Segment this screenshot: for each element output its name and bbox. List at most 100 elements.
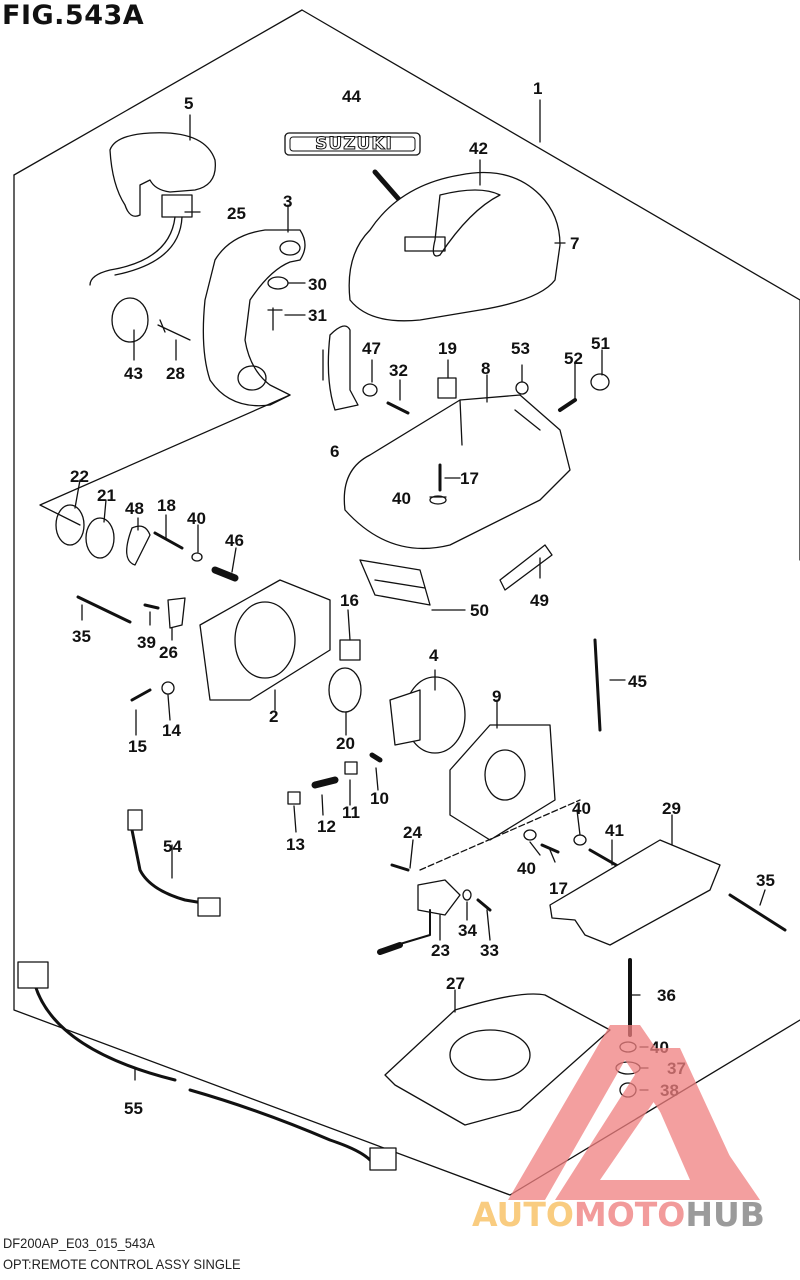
part-17-screw-lower bbox=[540, 843, 560, 854]
callout-50[interactable]: 50 bbox=[470, 601, 489, 620]
callout-17-upper[interactable]: 17 bbox=[460, 469, 479, 488]
callout-33[interactable]: 33 bbox=[480, 941, 499, 960]
callout-53[interactable]: 53 bbox=[511, 339, 530, 358]
callout-12[interactable]: 12 bbox=[317, 817, 336, 836]
part-35-long-bolt bbox=[76, 595, 132, 624]
callout-26[interactable]: 26 bbox=[159, 643, 178, 662]
callout-9[interactable]: 9 bbox=[492, 687, 502, 706]
part-47-washer bbox=[362, 383, 378, 397]
part-10-pin bbox=[369, 752, 383, 763]
callout-6[interactable]: 6 bbox=[330, 442, 340, 461]
part-38-nut bbox=[619, 1082, 637, 1098]
callout-1[interactable]: 1 bbox=[533, 79, 543, 98]
callout-32[interactable]: 32 bbox=[389, 361, 408, 380]
callout-35-right[interactable]: 35 bbox=[756, 871, 775, 890]
part-19-clip bbox=[437, 377, 457, 399]
callout-18[interactable]: 18 bbox=[157, 496, 176, 515]
callout-2[interactable]: 2 bbox=[269, 707, 279, 726]
callout-34[interactable]: 34 bbox=[458, 921, 477, 940]
emblem-text: SUZUKI bbox=[315, 134, 393, 155]
callout-17-lower[interactable]: 17 bbox=[549, 879, 568, 898]
part-31-screw bbox=[267, 307, 283, 331]
callout-21[interactable]: 21 bbox=[97, 486, 116, 505]
part-50-pad bbox=[359, 559, 431, 606]
figure-description: OPT:REMOTE CONTROL ASSY SINGLE bbox=[3, 1256, 241, 1272]
callout-3[interactable]: 3 bbox=[283, 192, 293, 211]
callout-5[interactable]: 5 bbox=[184, 94, 194, 113]
callout-35-left[interactable]: 35 bbox=[72, 627, 91, 646]
callout-16[interactable]: 16 bbox=[340, 591, 359, 610]
part-8-housing-base bbox=[343, 394, 571, 550]
callout-11[interactable]: 11 bbox=[342, 803, 360, 822]
part-40-washer-bottom bbox=[619, 1041, 637, 1053]
callout-40-mid-right[interactable]: 40 bbox=[572, 799, 591, 818]
callout-52[interactable]: 52 bbox=[564, 349, 583, 368]
callout-28[interactable]: 28 bbox=[166, 364, 185, 383]
callout-47[interactable]: 47 bbox=[362, 339, 381, 358]
part-14-nut bbox=[161, 681, 175, 695]
callout-10[interactable]: 10 bbox=[370, 789, 389, 808]
callout-40-mid-left[interactable]: 40 bbox=[517, 859, 536, 878]
part-54-harness bbox=[128, 818, 217, 907]
part-24-pin bbox=[390, 863, 410, 872]
callout-30[interactable]: 30 bbox=[308, 275, 327, 294]
part-30-washer bbox=[267, 276, 289, 290]
callout-38[interactable]: 38 bbox=[660, 1081, 679, 1100]
part-44-emblem bbox=[284, 132, 421, 156]
callout-23[interactable]: 23 bbox=[431, 941, 450, 960]
part-9-frame bbox=[449, 724, 556, 841]
part-11-holder bbox=[344, 761, 358, 775]
part-13-clip bbox=[287, 791, 301, 805]
callout-36[interactable]: 36 bbox=[657, 986, 676, 1005]
callout-22[interactable]: 22 bbox=[70, 467, 89, 486]
callout-42[interactable]: 42 bbox=[469, 139, 488, 158]
part-40-washer-left bbox=[191, 552, 203, 562]
callout-51[interactable]: 51 bbox=[591, 334, 610, 353]
callout-15[interactable]: 15 bbox=[128, 737, 147, 756]
callout-31[interactable]: 31 bbox=[308, 306, 327, 325]
callout-14[interactable]: 14 bbox=[162, 721, 181, 740]
part-27-gasket-plate bbox=[384, 993, 611, 1126]
part-5-handle-grip bbox=[109, 132, 216, 217]
callout-40-bottom[interactable]: 40 bbox=[650, 1038, 669, 1057]
part-12-spring bbox=[311, 776, 339, 789]
part-6-side-cover bbox=[327, 325, 359, 411]
part-20-bushing bbox=[328, 667, 362, 713]
callout-4[interactable]: 4 bbox=[429, 646, 439, 665]
callout-19[interactable]: 19 bbox=[438, 339, 457, 358]
callout-45[interactable]: 45 bbox=[628, 672, 647, 691]
callout-48[interactable]: 48 bbox=[125, 499, 144, 518]
callout-25[interactable]: 25 bbox=[227, 204, 246, 223]
part-35-bolt-right bbox=[728, 893, 787, 932]
part-40-washer-mid-left bbox=[523, 829, 537, 841]
callout-49[interactable]: 49 bbox=[530, 591, 549, 610]
part-40-washer-mid-right bbox=[573, 834, 587, 846]
part-33-screw bbox=[476, 898, 492, 912]
callout-29b[interactable]: 29 bbox=[662, 799, 681, 818]
callout-55[interactable]: 55 bbox=[124, 1099, 143, 1118]
part-43-cap bbox=[111, 297, 149, 343]
part-32-screw bbox=[386, 401, 410, 415]
callout-41[interactable]: 41 bbox=[605, 821, 624, 840]
callout-13[interactable]: 13 bbox=[286, 835, 305, 854]
callout-7[interactable]: 7 bbox=[570, 234, 580, 253]
part-22-snap-ring bbox=[55, 504, 85, 546]
callout-40-left[interactable]: 40 bbox=[187, 509, 206, 528]
callout-40-upper[interactable]: 40 bbox=[392, 489, 411, 508]
callout-46[interactable]: 46 bbox=[225, 531, 244, 550]
watermark-hub: HUB bbox=[685, 1195, 765, 1234]
callout-27[interactable]: 27 bbox=[446, 974, 465, 993]
callout-20[interactable]: 20 bbox=[336, 734, 355, 753]
callout-8[interactable]: 8 bbox=[481, 359, 491, 378]
part-16-block bbox=[339, 639, 361, 661]
callout-43[interactable]: 43 bbox=[124, 364, 143, 383]
callout-24[interactable]: 24 bbox=[403, 823, 422, 842]
part-29-mount-bracket bbox=[549, 839, 721, 946]
part-2-control-body bbox=[199, 579, 331, 701]
callout-37[interactable]: 37 bbox=[667, 1059, 686, 1078]
part-46-spring bbox=[211, 566, 239, 582]
callout-39[interactable]: 39 bbox=[137, 633, 156, 652]
callout-54[interactable]: 54 bbox=[163, 837, 182, 856]
callout-44[interactable]: 44 bbox=[342, 87, 361, 106]
